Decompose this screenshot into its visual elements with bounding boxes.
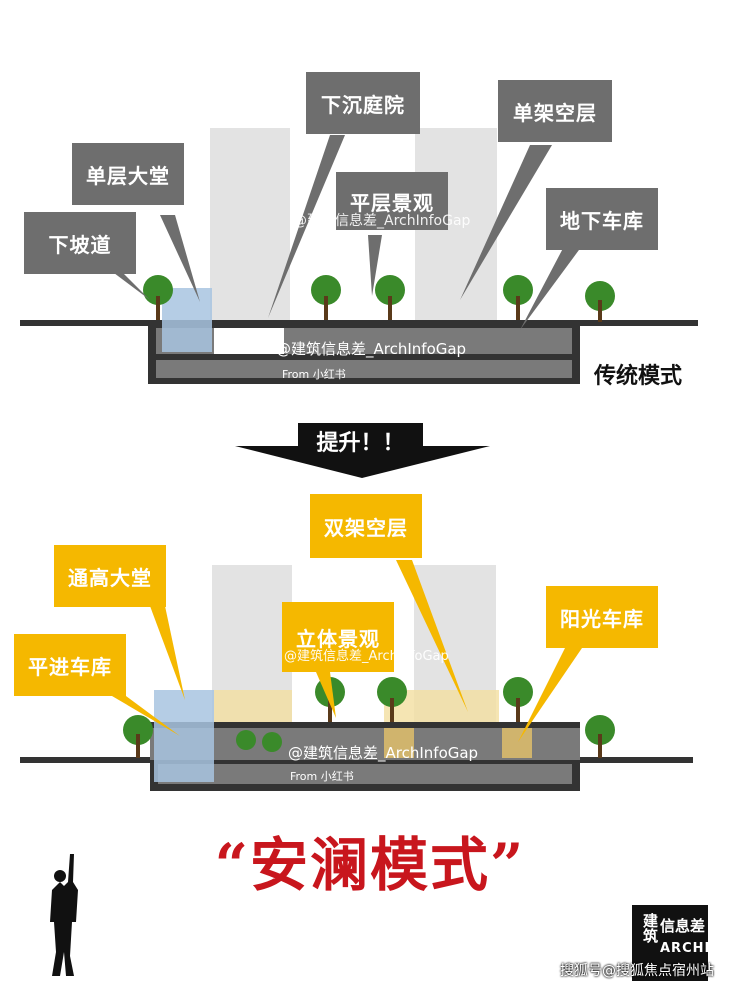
callout-flat-landscape: 平层景观: [336, 172, 448, 230]
callout-level-garage: 平进车库: [14, 634, 126, 696]
archi-logo: 建筑 信息差 ARCHI: [632, 905, 711, 981]
watermark-from-bottom: From 小红书: [290, 770, 354, 783]
anlan-title: “安澜模式”: [214, 831, 526, 899]
trees-top: [143, 275, 615, 322]
watermark-top-upper: @建筑信息差_ArchInfoGap: [293, 213, 471, 229]
ground-line-left: [20, 320, 148, 326]
ground-line-right: [580, 320, 698, 326]
sunken-courtyard: [214, 328, 284, 354]
callout-single-lobby: 单层大堂: [72, 143, 184, 205]
anlan-section-diagram: [20, 560, 693, 791]
callout-underground-garage: 地下车库: [546, 188, 658, 250]
callout-double-overhead: 双架空层: [310, 494, 422, 558]
watermark-top: @建筑信息差_ArchInfoGap: [276, 340, 467, 358]
watermark-bottom: @建筑信息差_ArchInfoGap: [288, 744, 479, 762]
callout-3d-landscape: 立体景观: [282, 602, 394, 672]
credit-text: 搜狐号@搜狐焦点宿州站: [560, 963, 714, 979]
callout-tall-lobby: 通高大堂: [54, 545, 166, 607]
lobby-block: [162, 288, 212, 352]
traditional-section-diagram: [20, 128, 698, 384]
watermark-from-top: From 小红书: [282, 368, 346, 381]
logo-line1: 信息差: [660, 917, 706, 935]
logo-line2: ARCHI: [660, 941, 711, 956]
callout-sunny-garage: 阳光车库: [546, 586, 658, 648]
callout-sunken-courtyard: 下沉庭院: [306, 72, 420, 134]
modulor-figure-icon: [50, 854, 78, 976]
watermark-bottom-upper: @建筑信息差_ArchInfoGap: [284, 649, 449, 664]
upgrade-label: 提升！！: [298, 423, 423, 459]
callout-slope: 下坡道: [24, 212, 136, 274]
traditional-title: 传统模式: [594, 364, 683, 389]
logo-side-text: 建筑: [641, 913, 659, 943]
tower-left: [210, 128, 290, 320]
callout-single-overhead: 单架空层: [498, 80, 612, 142]
